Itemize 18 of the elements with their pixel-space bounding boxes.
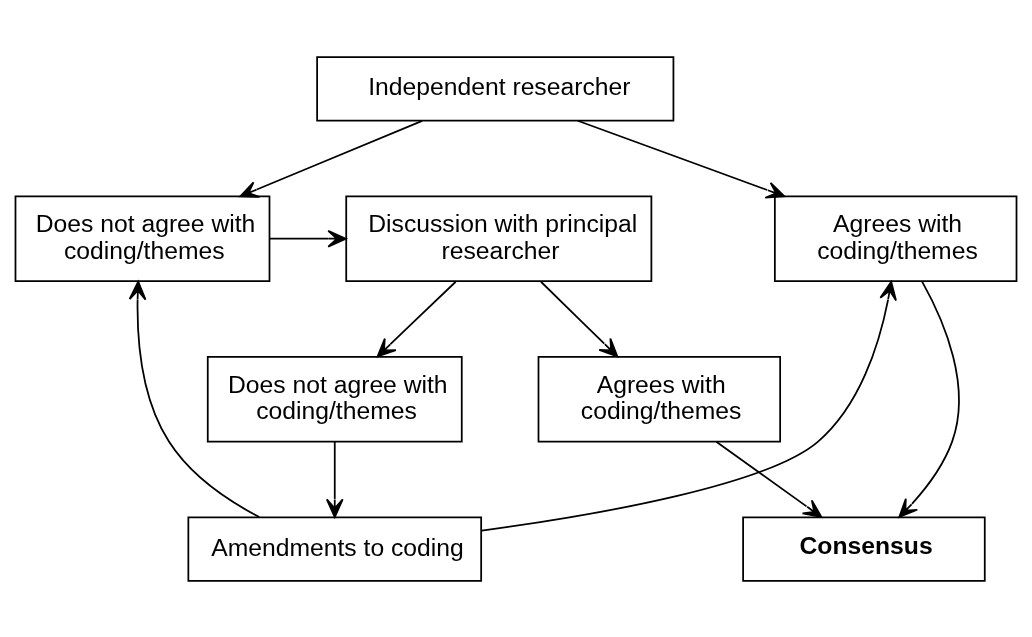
- arrow: [239, 119, 424, 198]
- node-box: Does not agree with coding/themes: [206, 355, 463, 442]
- arrow: [268, 229, 347, 248]
- arrow: [376, 280, 457, 357]
- node-box: Amendments to coding: [187, 516, 483, 582]
- node-box: Agrees with coding/themes: [774, 195, 1018, 282]
- arrow: [480, 280, 897, 532]
- arrow: [325, 440, 344, 518]
- arrow: [128, 280, 261, 518]
- node-box: Does not agree with coding/themes: [14, 195, 271, 282]
- node-box: Agrees with coding/themes: [537, 355, 782, 442]
- arrow: [540, 280, 619, 357]
- node-box: Discussion with principal researcher: [345, 195, 653, 282]
- arrow: [898, 279, 960, 518]
- arrow: [576, 119, 786, 199]
- node-box: Independent researcher: [316, 55, 675, 121]
- node-box: Consensus: [742, 516, 986, 582]
- arrow: [715, 440, 823, 518]
